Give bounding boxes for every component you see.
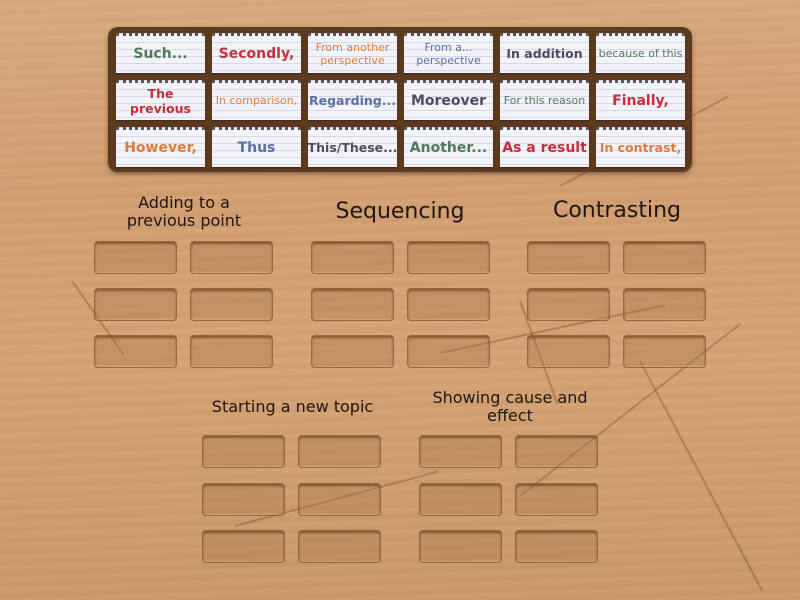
drop-slot[interactable]	[298, 435, 381, 468]
category-heading-new-topic: Starting a new topic	[211, 397, 374, 416]
draggable-card[interactable]: Regarding...	[308, 80, 397, 120]
draggable-card[interactable]: Such...	[116, 33, 205, 73]
draggable-card[interactable]: As a result	[500, 127, 589, 167]
drop-slot[interactable]	[527, 241, 610, 274]
draggable-card[interactable]: In contrast,	[596, 127, 685, 167]
draggable-card[interactable]: Thus	[212, 127, 301, 167]
drop-slot[interactable]	[202, 530, 285, 563]
drop-slot[interactable]	[298, 483, 381, 516]
draggable-card[interactable]: In comparison,	[212, 80, 301, 120]
draggable-card[interactable]: Secondly,	[212, 33, 301, 73]
drop-slot[interactable]	[623, 288, 706, 321]
category-heading-contrasting: Contrasting	[552, 198, 682, 223]
category-heading-cause-effect: Showing cause and effect	[432, 388, 588, 425]
wood-scratch	[639, 360, 763, 592]
draggable-card[interactable]: Moreover	[404, 80, 493, 120]
drop-slot[interactable]	[94, 335, 177, 368]
drop-slot[interactable]	[202, 483, 285, 516]
draggable-card[interactable]: For this reason	[500, 80, 589, 120]
draggable-card[interactable]: This/These...	[308, 127, 397, 167]
drop-slot[interactable]	[407, 241, 490, 274]
drop-slot[interactable]	[94, 288, 177, 321]
drop-slot[interactable]	[527, 335, 610, 368]
draggable-card[interactable]: From a... perspective	[404, 33, 493, 73]
drop-slot[interactable]	[515, 483, 598, 516]
category-heading-adding: Adding to a previous point	[126, 193, 242, 230]
drop-slot[interactable]	[190, 335, 273, 368]
drop-slot[interactable]	[94, 241, 177, 274]
drop-slot[interactable]	[311, 335, 394, 368]
drop-slot[interactable]	[298, 530, 381, 563]
draggable-card[interactable]: However,	[116, 127, 205, 167]
draggable-card[interactable]: Another...	[404, 127, 493, 167]
draggable-card[interactable]: Finally,	[596, 80, 685, 120]
drop-slot[interactable]	[515, 435, 598, 468]
draggable-card[interactable]: because of this	[596, 33, 685, 73]
drop-slot[interactable]	[407, 335, 490, 368]
drop-slot[interactable]	[527, 288, 610, 321]
drop-slot[interactable]	[311, 288, 394, 321]
drop-slot[interactable]	[419, 483, 502, 516]
drop-slot[interactable]	[623, 241, 706, 274]
drop-slot[interactable]	[190, 288, 273, 321]
draggable-card[interactable]: The previous	[116, 80, 205, 120]
drop-slot[interactable]	[515, 530, 598, 563]
drop-slot[interactable]	[202, 435, 285, 468]
drop-slot[interactable]	[419, 530, 502, 563]
draggable-card[interactable]: From another perspective	[308, 33, 397, 73]
card-board	[108, 27, 692, 172]
drop-slot[interactable]	[407, 288, 490, 321]
category-heading-sequencing: Sequencing	[335, 199, 465, 224]
draggable-card[interactable]: In addition	[500, 33, 589, 73]
drop-slot[interactable]	[190, 241, 273, 274]
drop-slot[interactable]	[623, 335, 706, 368]
drop-slot[interactable]	[419, 435, 502, 468]
drop-slot[interactable]	[311, 241, 394, 274]
